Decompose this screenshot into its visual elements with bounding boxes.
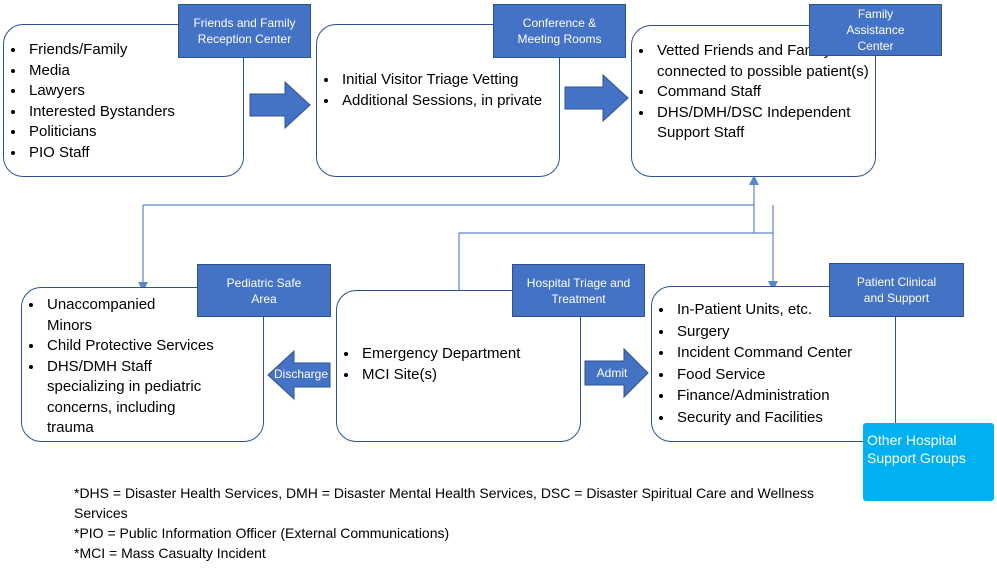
admit-label: Admit: [596, 366, 628, 380]
list-item: Security and Facilities: [674, 407, 895, 429]
list-item: Media: [26, 61, 243, 82]
list-item: Command Staff: [654, 82, 875, 103]
footnote-pio: *PIO = Public Information Officer (Exter…: [74, 525, 450, 541]
list-item: Unaccompanied Minors: [44, 295, 182, 336]
list-item: Incident Command Center: [674, 342, 895, 364]
list-item: Friends/Family: [26, 40, 243, 61]
conference-box: Initial Visitor Triage Vetting Additiona…: [316, 24, 560, 177]
discharge-label: Discharge: [273, 367, 329, 381]
pediatric-tag: Pediatric Safe Area: [197, 264, 331, 317]
other-hospital-support-groups: Other Hospital Support Groups: [863, 423, 994, 501]
list-item: Lawyers: [26, 81, 243, 102]
list-item: Initial Visitor Triage Vetting: [339, 70, 559, 91]
list-item: Additional Sessions, in private: [339, 91, 559, 112]
list-item: Food Service: [674, 364, 895, 386]
family-assistance-tag: Family Assistance Center: [809, 4, 942, 56]
list-item: Vetted Friends and Family connected to p…: [654, 41, 875, 82]
block-arrow-admit: [584, 347, 649, 399]
list-item: MCI Site(s): [359, 365, 580, 386]
list-item: Finance/Administration: [674, 385, 895, 407]
list-item: Emergency Department: [359, 344, 580, 365]
clinical-box: In-Patient Units, etc. Surgery Incident …: [651, 286, 896, 442]
list-item: PIO Staff: [26, 143, 243, 164]
block-arrow-discharge: [267, 349, 331, 401]
conference-tag: Conference & Meeting Rooms: [493, 4, 626, 58]
list-item: Politicians: [26, 122, 243, 143]
list-item: Surgery: [674, 321, 895, 343]
list-item: In-Patient Units, etc.: [674, 299, 895, 321]
list-item: DHS/DMH Staff specializing in pediatric …: [44, 357, 222, 439]
clinical-tag: Patient Clinical and Support: [829, 263, 964, 317]
list-item: DHS/DMH/DSC Independent Support Staff: [654, 103, 875, 144]
block-arrow-friends-to-conference: [249, 80, 311, 130]
footnote-mci: *MCI = Mass Casualty Incident: [74, 545, 266, 561]
footnote-dhs: *DHS = Disaster Health Services, DMH = D…: [74, 485, 815, 521]
list-item: Child Protective Services: [44, 336, 263, 357]
footnotes: *DHS = Disaster Health Services, DMH = D…: [74, 483, 824, 563]
list-item: Interested Bystanders: [26, 102, 243, 123]
triage-tag: Hospital Triage and Treatment: [512, 264, 645, 317]
friends-tag: Friends and Family Reception Center: [178, 4, 311, 58]
block-arrow-conference-to-family: [564, 73, 629, 123]
